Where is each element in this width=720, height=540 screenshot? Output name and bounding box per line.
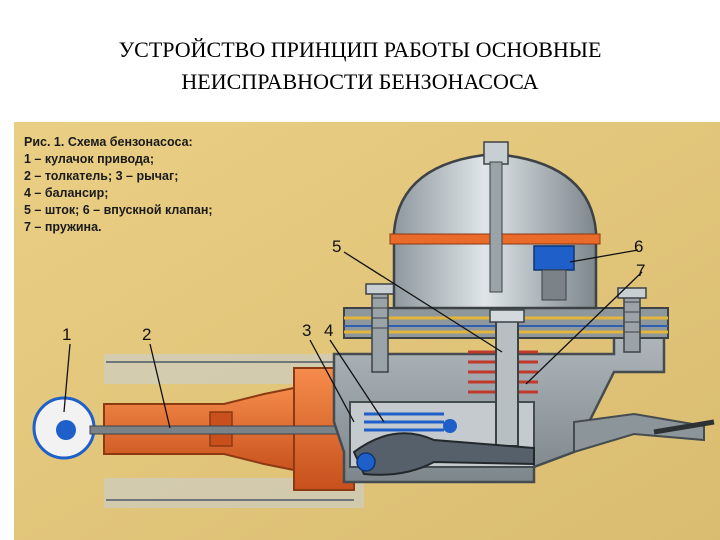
figure-caption: Рис. 1. Схема бензонасоса: 1 – кулачок п… [24, 135, 213, 234]
leader-lines [63, 249, 643, 429]
callout-6: 6 [634, 237, 643, 256]
callout-2: 2 [142, 325, 151, 344]
fuel-pump-diagram: Рис. 1. Схема бензонасоса: 1 – кулачок п… [14, 122, 720, 540]
title-line-1: УСТРОЙСТВО ПРИНЦИП РАБОТЫ ОСНОВНЫЕ [118, 37, 602, 62]
balancer-spring [364, 412, 457, 433]
left-bolt [365, 283, 395, 373]
caption-line-5: 5 – шток; 6 – впускной клапан; [24, 203, 213, 217]
caption-line-2: 1 – кулачок привода; [24, 152, 154, 166]
caption-line-6: 7 – пружина. [24, 220, 102, 234]
title-line-2: НЕИСПРАВНОСТИ БЕНЗОНАСОСА [181, 69, 539, 94]
caption-line-3: 2 – толкатель; 3 – рычаг; [24, 169, 178, 183]
lever [352, 432, 535, 476]
upper-dome [389, 141, 601, 310]
callout-labels: 1 2 3 4 5 6 7 [62, 237, 645, 344]
callout-3: 3 [302, 321, 311, 340]
callout-5: 5 [332, 237, 341, 256]
callout-7: 7 [636, 261, 645, 280]
caption-line-4: 4 – балансир; [24, 186, 108, 200]
callout-1: 1 [62, 325, 71, 344]
right-bolt [617, 287, 647, 353]
callout-4: 4 [324, 321, 333, 340]
caption-line-1: Рис. 1. Схема бензонасоса: [24, 135, 193, 149]
diaphragm-stem [489, 309, 525, 447]
slide-title: УСТРОЙСТВО ПРИНЦИП РАБОТЫ ОСНОВНЫЕ НЕИСП… [0, 34, 720, 98]
